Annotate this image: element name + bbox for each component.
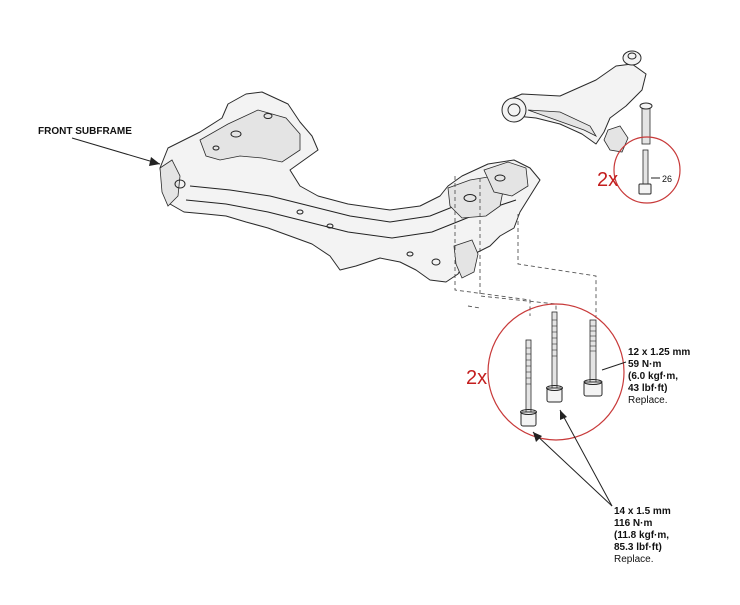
bolt-14mm-note: Replace. bbox=[614, 554, 653, 565]
control-arm-bolt-highlight bbox=[613, 136, 681, 204]
bolt-14mm-torque-lbf: 85.3 lbf·ft) bbox=[614, 542, 662, 553]
bolt-12mm-torque-nm: 59 N·m bbox=[628, 359, 661, 370]
bolt-14mm-spec: 14 x 1.5 mm 116 N·m (11.8 kgf·m, 85.3 lb… bbox=[614, 506, 671, 565]
lower-control-arm bbox=[501, 50, 653, 153]
control-arm-bolt-quantity: 2x bbox=[597, 169, 618, 191]
control-arm-bolt bbox=[638, 149, 660, 195]
bolt-12mm-torque-kgf: (6.0 kgf·m, bbox=[628, 371, 678, 382]
bolt-12mm-torque-lbf: 43 lbf·ft) bbox=[628, 383, 667, 394]
bolt-14mm-torque-nm: 116 N·m bbox=[614, 518, 652, 529]
alignment-guides bbox=[454, 176, 597, 318]
mount-bolts-highlight bbox=[487, 303, 625, 441]
front-subframe bbox=[159, 91, 541, 283]
front-subframe-leader bbox=[71, 137, 161, 165]
mount-bolts-quantity: 2x bbox=[466, 367, 487, 389]
bolt-12mm-leader bbox=[601, 361, 627, 371]
bolt-14mm-left bbox=[520, 339, 537, 427]
front-subframe-label: FRONT SUBFRAME bbox=[38, 126, 132, 137]
bolt-12mm-size: 12 x 1.25 mm bbox=[628, 347, 690, 358]
bolt-14mm-torque-kgf: (11.8 kgf·m, bbox=[614, 530, 669, 541]
bolt-12mm-spec: 12 x 1.25 mm 59 N·m (6.0 kgf·m, 43 lbf·f… bbox=[628, 347, 690, 406]
bolt-12mm-right bbox=[583, 319, 603, 397]
bolt-14mm-size: 14 x 1.5 mm bbox=[614, 506, 671, 517]
bolt-14mm-middle bbox=[546, 311, 563, 403]
control-arm-bolt-torque: 26 bbox=[662, 174, 672, 184]
bolt-14mm-leaders bbox=[532, 409, 613, 507]
bolt-12mm-note: Replace. bbox=[628, 395, 667, 406]
front-subframe-arrowhead bbox=[149, 157, 160, 166]
